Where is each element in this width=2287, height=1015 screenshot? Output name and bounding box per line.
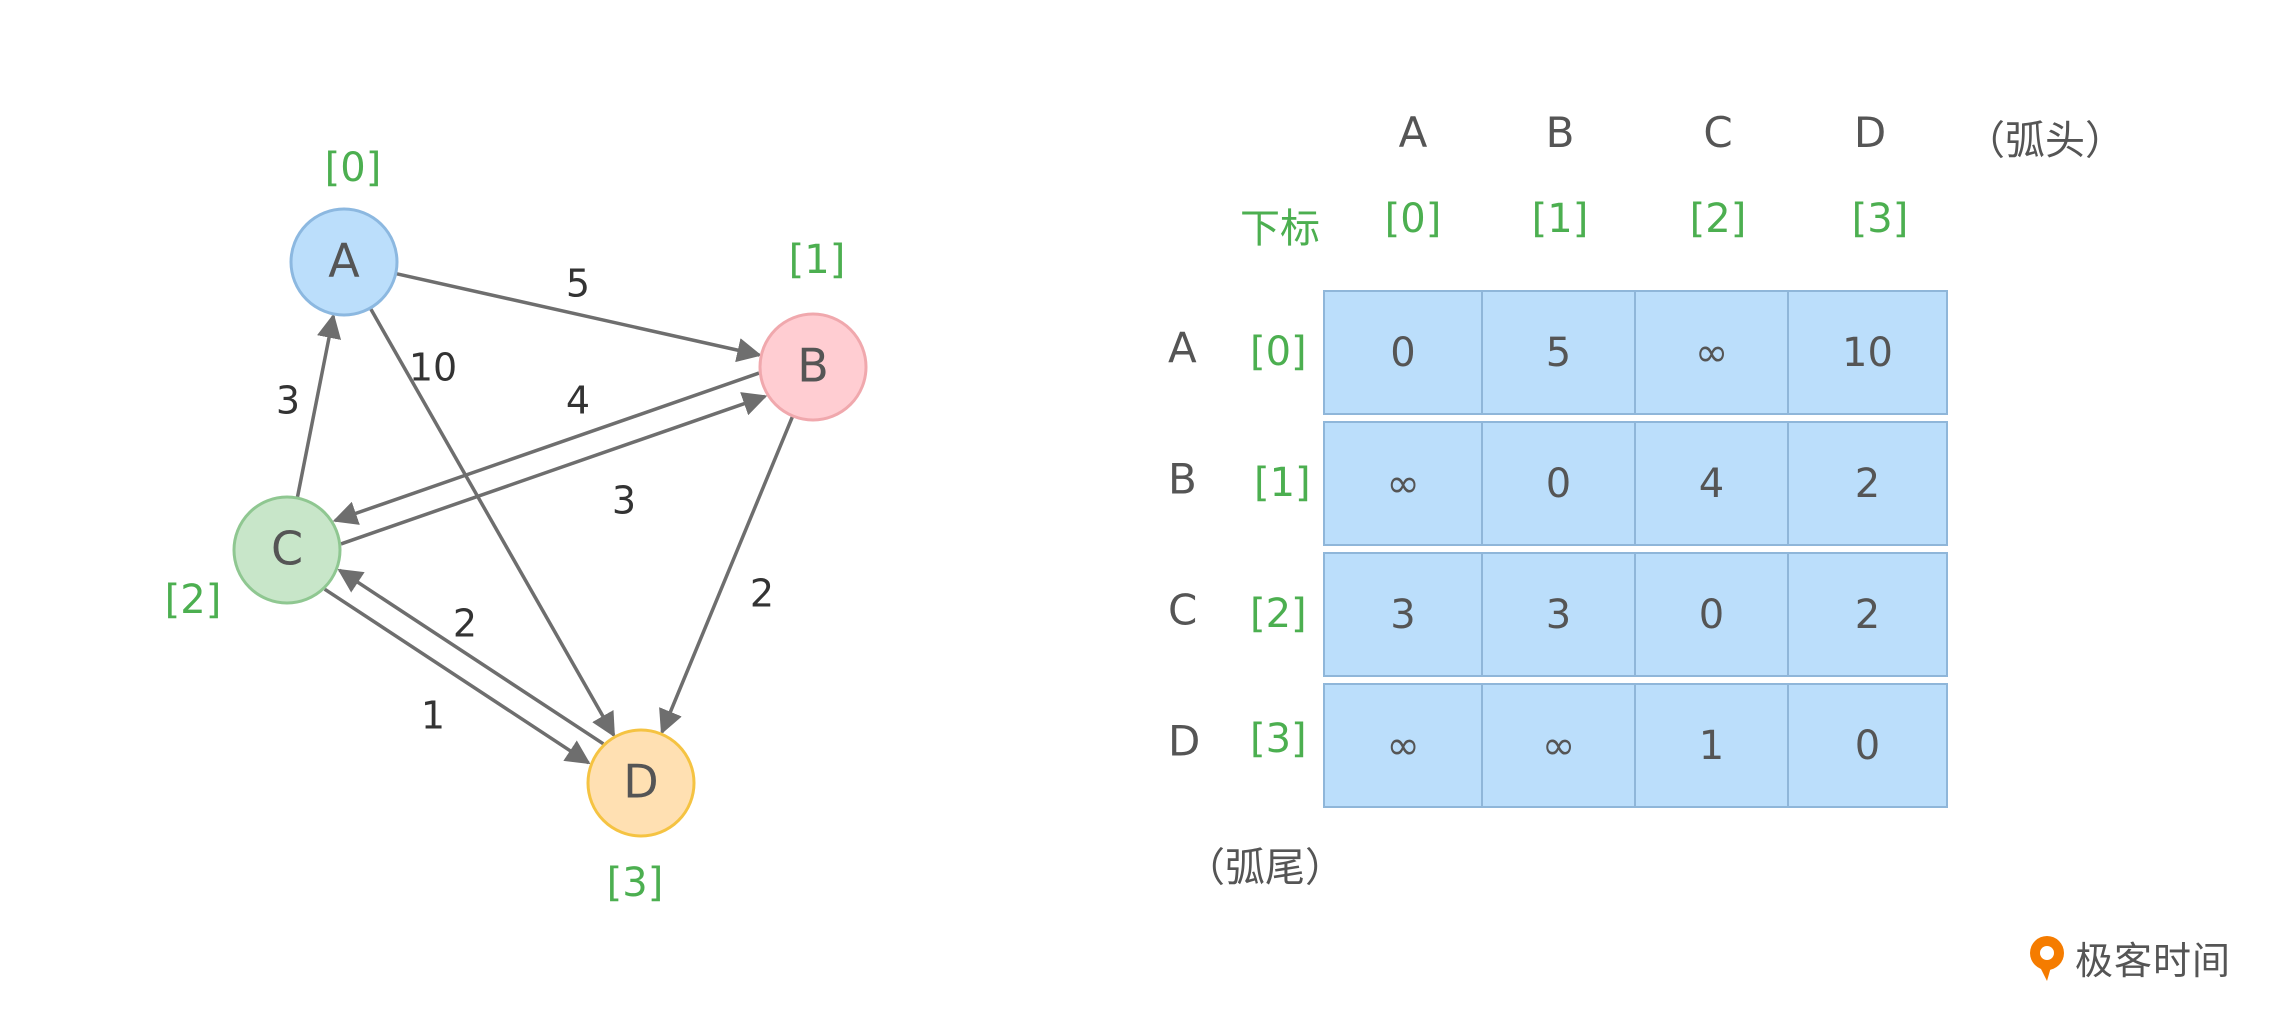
edge-b-to-c bbox=[332, 371, 760, 525]
node-label-a: A bbox=[328, 234, 360, 288]
matrix-cell-b-a: ∞ bbox=[1323, 421, 1483, 546]
row-letter-b: B bbox=[1168, 454, 1197, 504]
directed-graph: A B C D 5 10 4 2 3 3 2 1 [0] [1] [2] [3] bbox=[165, 145, 868, 906]
col-letter-d: D bbox=[1853, 108, 1887, 157]
row-index-3: [3] bbox=[1250, 716, 1307, 762]
matrix-cell-c-a: 3 bbox=[1323, 552, 1483, 677]
node-c bbox=[232, 495, 342, 605]
node-index-a: [0] bbox=[325, 145, 382, 191]
matrix-cell-d-c: 1 bbox=[1634, 683, 1789, 808]
edge-b-to-d bbox=[659, 415, 795, 735]
matrix-cell-c-d: 2 bbox=[1787, 552, 1948, 677]
matrix-cell-a-b: 5 bbox=[1481, 290, 1636, 415]
node-d bbox=[586, 728, 696, 838]
edge-c-to-d bbox=[323, 587, 591, 765]
edge-a-to-d bbox=[368, 307, 616, 738]
edge-c-to-b bbox=[340, 392, 768, 546]
matrix-cell-b-d: 2 bbox=[1787, 421, 1948, 546]
arc-head-label: （弧头） bbox=[1965, 118, 2125, 164]
edge-weight-d-c: 1 bbox=[421, 694, 445, 738]
node-index-b: [1] bbox=[789, 237, 846, 283]
row-letter-d: D bbox=[1168, 716, 1201, 766]
edge-weight-a-b: 5 bbox=[566, 262, 590, 306]
matrix-cell-d-d: 0 bbox=[1787, 683, 1948, 808]
edge-weight-c-b: 3 bbox=[612, 479, 636, 523]
row-letter-c: C bbox=[1168, 585, 1198, 635]
node-label-b: B bbox=[797, 339, 829, 393]
edge-d-to-c bbox=[337, 568, 605, 746]
row-index-2: [2] bbox=[1250, 591, 1307, 637]
edge-weight-a-d: 10 bbox=[409, 346, 457, 390]
arc-tail-label: （弧尾） bbox=[1185, 845, 1345, 891]
col-index-2: [2] bbox=[1689, 196, 1747, 242]
geektime-logo-icon bbox=[2030, 935, 2064, 981]
edge-weight-b-c: 4 bbox=[566, 379, 590, 423]
edge-weight-c-a: 3 bbox=[276, 379, 300, 423]
matrix-cell-d-a: ∞ bbox=[1323, 683, 1483, 808]
col-index-0: [0] bbox=[1384, 196, 1442, 242]
node-b bbox=[758, 312, 868, 422]
row-index-1: [1] bbox=[1254, 460, 1311, 506]
col-index-1: [1] bbox=[1531, 196, 1589, 242]
brand-logo: 极客时间 bbox=[2025, 930, 2231, 985]
col-letter-b: B bbox=[1545, 108, 1575, 157]
edge-a-to-b bbox=[395, 271, 762, 363]
matrix-cell-c-b: 3 bbox=[1481, 552, 1636, 677]
node-a bbox=[289, 207, 399, 317]
row-letter-a: A bbox=[1168, 323, 1197, 373]
matrix-cell-d-b: ∞ bbox=[1481, 683, 1636, 808]
adjacency-matrix: 0 5 ∞ 10 ∞ 0 4 2 3 3 0 2 ∞ ∞ 1 0 bbox=[1323, 290, 1948, 808]
edge-weight-b-d: 2 bbox=[750, 572, 774, 616]
node-index-d: [3] bbox=[607, 860, 664, 906]
node-index-c: [2] bbox=[165, 577, 222, 623]
col-letter-a: A bbox=[1398, 108, 1428, 157]
matrix-cell-b-b: 0 bbox=[1481, 421, 1636, 546]
matrix-cell-a-a: 0 bbox=[1323, 290, 1483, 415]
matrix-cell-a-d: 10 bbox=[1787, 290, 1948, 415]
subscript-label: 下标 bbox=[1240, 206, 1320, 252]
matrix-cell-b-c: 4 bbox=[1634, 421, 1789, 546]
edge-weight-c-d: 2 bbox=[453, 602, 477, 646]
node-label-d: D bbox=[623, 755, 658, 809]
matrix-cell-a-c: ∞ bbox=[1634, 290, 1789, 415]
row-index-0: [0] bbox=[1250, 329, 1307, 375]
col-letter-c: C bbox=[1703, 108, 1733, 157]
matrix-cell-c-c: 0 bbox=[1634, 552, 1789, 677]
node-label-c: C bbox=[271, 522, 303, 576]
edge-c-to-a bbox=[295, 313, 342, 499]
col-index-3: [3] bbox=[1851, 196, 1909, 242]
brand-name: 极客时间 bbox=[2075, 939, 2232, 983]
